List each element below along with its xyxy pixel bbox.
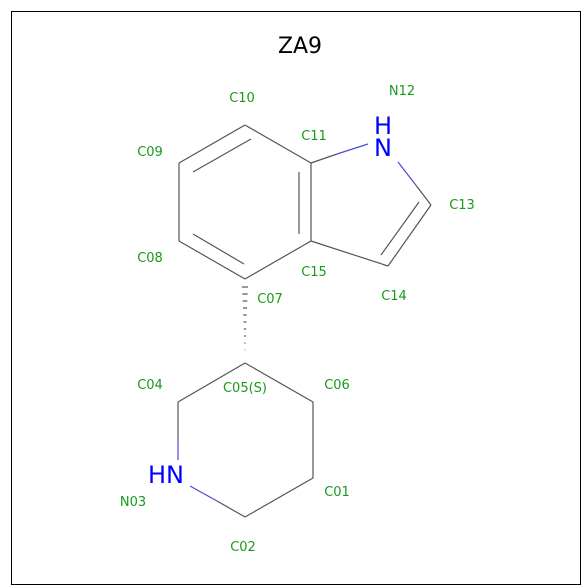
bond-c11-n12a — [310, 153, 338, 164]
bond-c10-c09-inner — [192, 138, 252, 173]
bond-c14-c15 — [310, 240, 389, 267]
atom-label-c10: C10 — [229, 91, 255, 106]
bond-c05-c04 — [177, 362, 246, 403]
atom-label-c13: C13 — [449, 198, 475, 213]
piperidine-ring — [177, 362, 314, 518]
bond-c02-n03a — [216, 500, 246, 518]
bond-c13-c14-inner — [380, 201, 420, 256]
pyrrole-ring — [310, 143, 432, 267]
bond-n12-c13b — [414, 183, 432, 206]
atom-label-c08: C08 — [137, 251, 163, 266]
molecule-title: ZA9 — [278, 34, 322, 59]
benzene-ring — [178, 124, 312, 280]
bond-c05-c06 — [244, 362, 314, 403]
bond-c10-c11 — [244, 124, 312, 164]
atom-label-c07: C07 — [257, 292, 283, 307]
atom-label-n12: N12 — [389, 84, 415, 99]
atom-label-c02: C02 — [230, 540, 256, 555]
bond-c13-c14 — [387, 204, 432, 267]
atom-label-c11: C11 — [301, 129, 327, 144]
atom-label-c05: C05(S) — [223, 381, 267, 396]
bond-c10-c09 — [178, 124, 246, 164]
atom-label-c14: C14 — [381, 289, 407, 304]
bond-c08-c07-inner — [192, 233, 245, 265]
bond-c02-n03b — [189, 485, 218, 502]
molecule-diagram: ZA9 — [120, 34, 475, 555]
bond-c08-c07 — [178, 240, 246, 280]
atom-label-c06: C06 — [324, 378, 350, 393]
bond-c01-c02 — [244, 477, 314, 518]
atom-label-c01: C01 — [324, 485, 350, 500]
atom-label-c04: C04 — [137, 378, 163, 393]
atom-label-n03: N03 — [120, 495, 146, 510]
atom-label-c09: C09 — [137, 145, 163, 160]
bond-c11-n12b — [336, 143, 369, 155]
atom-label-c15: C15 — [301, 265, 327, 280]
hashed-wedge-bond — [242, 286, 248, 351]
diagram-frame: ZA9 — [11, 11, 581, 585]
bond-n12-c13a — [397, 161, 416, 185]
atom-symbol-n03: HN — [148, 461, 184, 489]
bond-c07-c15 — [244, 240, 312, 280]
